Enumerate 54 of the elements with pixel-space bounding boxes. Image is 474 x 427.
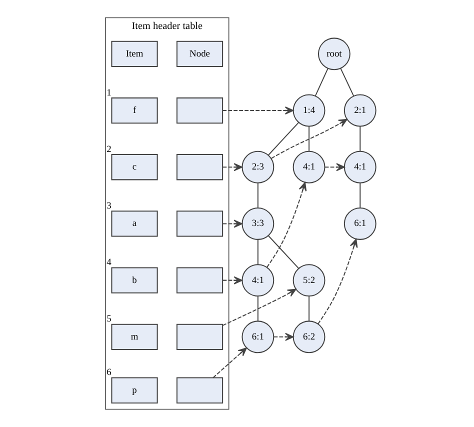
node-circle: 5:2 xyxy=(292,264,325,297)
node-circle: 2:3 xyxy=(241,150,274,184)
node-circle: root xyxy=(317,38,350,70)
node-label: 6 xyxy=(106,368,111,378)
node-box: c xyxy=(110,154,158,180)
arrow xyxy=(222,288,296,326)
node-circle: 6:1 xyxy=(343,207,376,240)
node-box xyxy=(176,377,223,404)
arrow xyxy=(222,220,242,228)
arrow xyxy=(270,118,347,159)
arrow xyxy=(273,332,294,341)
node-circle: 6:2 xyxy=(292,320,325,354)
node-box xyxy=(176,324,223,350)
connector xyxy=(359,126,360,152)
node-label: 1 xyxy=(106,88,111,98)
arrow xyxy=(222,106,294,115)
node-box: Item xyxy=(110,40,158,67)
node-box: f xyxy=(110,97,158,124)
node-circle: 4:1 xyxy=(343,150,376,184)
node-circle: 4:1 xyxy=(241,264,274,297)
node-box xyxy=(176,267,223,294)
connector xyxy=(359,182,360,208)
connector xyxy=(256,182,258,208)
node-label: 5 xyxy=(106,314,111,325)
node-box xyxy=(176,97,223,124)
connector xyxy=(314,68,328,96)
arrow xyxy=(266,182,306,268)
node-box: p xyxy=(110,377,158,404)
node-box: m xyxy=(110,324,158,350)
arrow xyxy=(222,163,242,172)
node-label: 4 xyxy=(106,258,111,268)
arrow xyxy=(317,238,358,324)
node-label: 2 xyxy=(106,144,111,155)
connector xyxy=(267,122,299,156)
connector xyxy=(308,126,310,152)
node-label: 3 xyxy=(106,201,111,212)
arrow xyxy=(212,347,246,378)
node-circle: 4:1 xyxy=(292,150,325,184)
connector xyxy=(256,240,258,265)
node-circle: 6:1 xyxy=(241,320,274,354)
node-circle: 2:1 xyxy=(343,94,376,127)
node-circle: 3:3 xyxy=(241,207,274,240)
arrow xyxy=(324,163,344,172)
connector xyxy=(267,235,299,269)
connector xyxy=(308,296,310,322)
node-box: Node xyxy=(176,40,223,67)
node-box xyxy=(176,154,223,180)
node-box xyxy=(176,210,223,237)
node-box: b xyxy=(110,267,158,294)
connector xyxy=(340,68,354,96)
arrow xyxy=(222,276,242,284)
connector xyxy=(256,296,258,322)
node-circle: 1:4 xyxy=(292,94,325,127)
node-box: a xyxy=(110,210,158,237)
